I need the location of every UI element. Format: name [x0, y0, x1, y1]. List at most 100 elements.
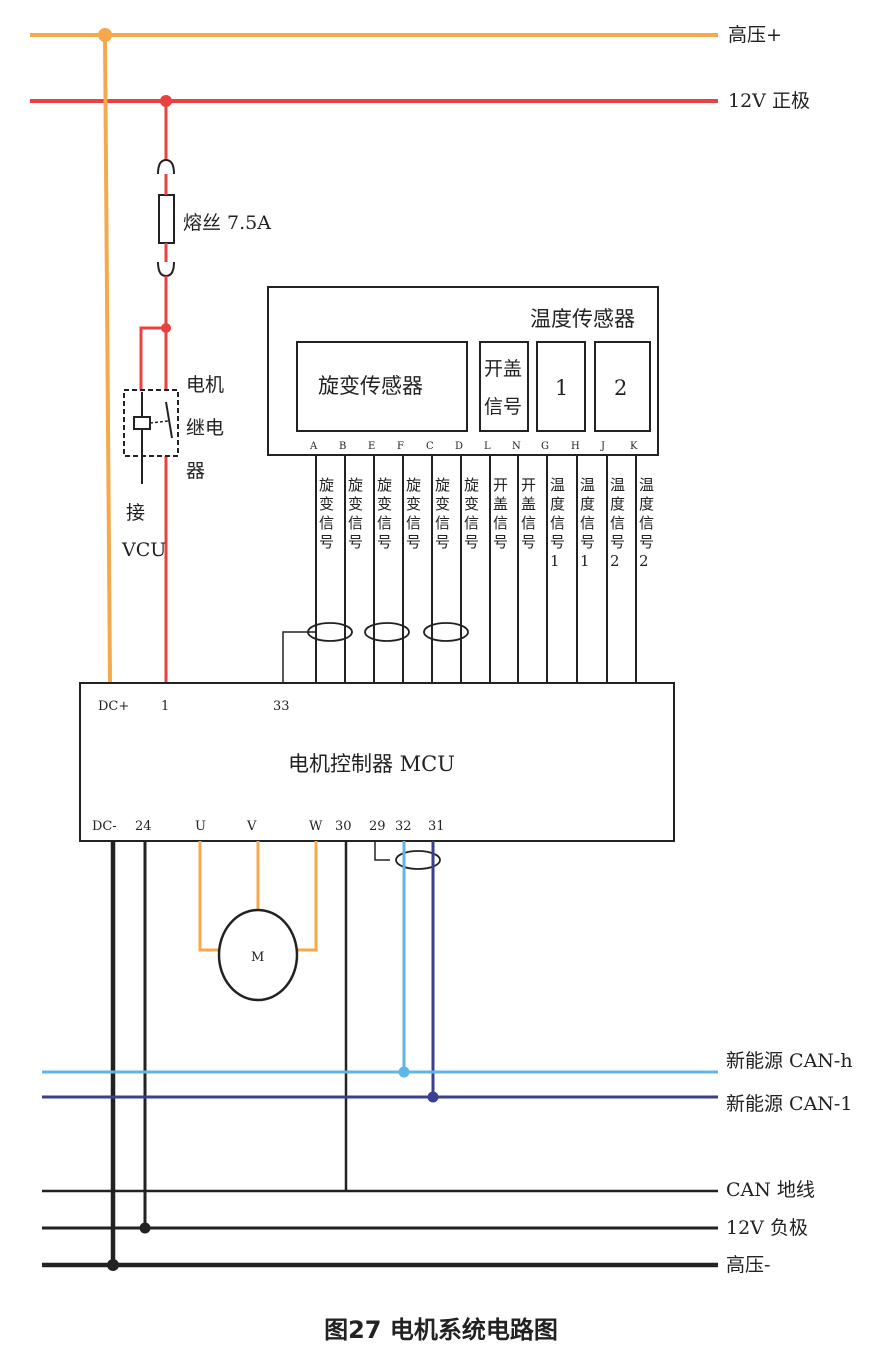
sensor-pin-letter-4: F — [397, 441, 404, 452]
hv-positive-label: 高压+ — [728, 24, 782, 46]
sensor-pin-letter-7: L — [484, 441, 491, 452]
signal-label-4-char-1: 旋 — [406, 476, 421, 494]
signal-label-8-char-4: 号 — [521, 533, 536, 551]
motor-phase-u-wire — [198, 841, 220, 952]
signal-label-11-char-4: 号 — [610, 533, 625, 551]
signal-label-8-char-1: 开 — [521, 476, 536, 494]
12v-negative-label: 12V 负极 — [726, 1217, 808, 1239]
temperature-sensor-title: 温度传感器 — [530, 307, 635, 331]
temperature-sensor-2-label: 2 — [614, 376, 627, 400]
can-h-label: 新能源 CAN-h — [726, 1050, 853, 1072]
signal-label-7-char-3: 信 — [493, 514, 508, 532]
relay-vcu-label-line-1: 接 — [126, 502, 145, 524]
can-twisted-pair-ring — [395, 850, 441, 870]
temperature-sensor-2-box — [594, 341, 651, 432]
motor-label: M — [251, 950, 264, 965]
signal-label-10-char-4: 号 — [580, 533, 595, 551]
hv-negative-label: 高压- — [726, 1254, 770, 1276]
signal-label-1-char-4: 号 — [319, 533, 334, 551]
signal-label-12-char-2: 度 — [639, 495, 654, 513]
signal-label-3-char-2: 变 — [377, 495, 392, 513]
signal-label-2-char-4: 号 — [348, 533, 363, 551]
signal-label-5-char-2: 变 — [435, 495, 450, 513]
signal-label-11-char-2: 度 — [610, 495, 625, 513]
mcu-pin-u: U — [195, 819, 206, 834]
mcu-pin-32: 32 — [395, 819, 412, 834]
signal-label-10-char-2: 度 — [580, 495, 595, 513]
signal-label-11-char-1: 温 — [610, 476, 625, 494]
signal-label-8-char-2: 盖 — [521, 495, 536, 513]
signal-label-9-char-4: 号 — [550, 533, 565, 551]
signal-label-7-char-4: 号 — [493, 533, 508, 551]
signal-label-7-char-1: 开 — [493, 476, 508, 494]
relay-coil-feed-wire — [139, 326, 166, 392]
sensor-pin-letter-1: A — [309, 441, 318, 452]
fuse-clip-top — [157, 158, 175, 175]
lid-signal-label-line-1: 开盖 — [484, 358, 522, 380]
signal-label-9-char-3: 信 — [550, 514, 565, 532]
signal-label-10-char-3: 信 — [580, 514, 595, 532]
signal-label-3-char-4: 号 — [377, 533, 392, 551]
signal-label-5-char-4: 号 — [435, 533, 450, 551]
signal-label-6-char-3: 信 — [464, 514, 479, 532]
shield-drain-wire — [282, 631, 316, 683]
motor-relay — [123, 389, 179, 457]
signal-label-8-char-3: 信 — [521, 514, 536, 532]
lid-signal-label-line-2: 信号 — [484, 396, 522, 418]
signal-label-12-char-4: 号 — [639, 533, 654, 551]
signal-label-9-char-2: 度 — [550, 495, 565, 513]
signal-label-9-char-5: 1 — [550, 552, 560, 570]
relay-actuator-link — [149, 420, 169, 424]
sensor-pin-letter-5: C — [426, 441, 434, 452]
lid-signal-box — [479, 341, 529, 432]
sensor-pin-letter-3: E — [368, 441, 375, 452]
signal-label-6-char-2: 变 — [464, 495, 479, 513]
signal-label-3-char-3: 信 — [377, 514, 392, 532]
signal-label-2-char-1: 旋 — [348, 476, 363, 494]
sensor-pin-letter-6: D — [455, 441, 463, 452]
sensor-pin-letter-9: G — [541, 441, 549, 452]
signal-label-4-char-2: 变 — [406, 495, 421, 513]
signal-label-6-char-4: 号 — [464, 533, 479, 551]
temperature-sensor-1-label: 1 — [555, 376, 568, 400]
can-l-label: 新能源 CAN-1 — [726, 1093, 852, 1115]
signal-label-5-char-3: 信 — [435, 514, 450, 532]
can-h-junction — [398, 1066, 410, 1078]
sensor-pin-letter-2: B — [339, 441, 346, 452]
fuse-clip-bottom — [157, 261, 175, 278]
signal-label-12-char-5: 2 — [639, 552, 649, 570]
signal-label-4-char-3: 信 — [406, 514, 421, 532]
sensor-pin-letter-12: K — [630, 441, 638, 452]
twisted-pair-ring-2 — [364, 622, 410, 642]
signal-label-10-char-1: 温 — [580, 476, 595, 494]
mcu-pin-30: 30 — [335, 819, 352, 834]
signal-label-12-char-1: 温 — [639, 476, 654, 494]
signal-label-10-char-5: 1 — [580, 552, 590, 570]
mcu-pin-1: 1 — [161, 699, 169, 714]
signal-label-9-char-1: 温 — [550, 476, 565, 494]
mcu-pin-29: 29 — [369, 819, 386, 834]
signal-label-2-char-3: 信 — [348, 514, 363, 532]
signal-label-4-char-4: 号 — [406, 533, 421, 551]
sensor-pin-letter-11: J — [600, 441, 605, 452]
fuse-label: 熔丝 7.5A — [183, 212, 271, 234]
can-l-junction — [427, 1091, 439, 1103]
signal-label-7-char-2: 盖 — [493, 495, 508, 513]
mcu-pin-v: V — [246, 819, 257, 834]
signal-label-11-char-5: 2 — [610, 552, 620, 570]
can-shield-drain-wire — [374, 841, 390, 861]
mcu-pin-31: 31 — [428, 819, 445, 834]
signal-label-5-char-1: 旋 — [435, 476, 450, 494]
relay-coil — [133, 416, 151, 430]
mcu-pin-33: 33 — [273, 699, 290, 714]
motor-system-circuit-diagram: 高压+ 12V 正极 熔丝 7.5A 电机 继电 器 接 VCU 温度传感器 旋… — [30, 24, 853, 1276]
mcu-pin-dc-minus: DC- — [92, 819, 117, 834]
sensor-signal-wires: A旋变信号12B旋变信号11E旋变信号23F旋变信号22C旋变信号35D旋变信号… — [308, 441, 654, 714]
mcu-pin-24: 24 — [135, 819, 152, 834]
mcu-pin-w: W — [309, 819, 323, 834]
relay-label-line-2: 继电 — [186, 417, 224, 439]
sensor-pin-letter-8: N — [512, 441, 521, 452]
mcu-pin-dc-plus: DC+ — [98, 699, 129, 714]
can-ground-label: CAN 地线 — [726, 1179, 815, 1201]
relay-label-line-1: 电机 — [186, 374, 224, 396]
